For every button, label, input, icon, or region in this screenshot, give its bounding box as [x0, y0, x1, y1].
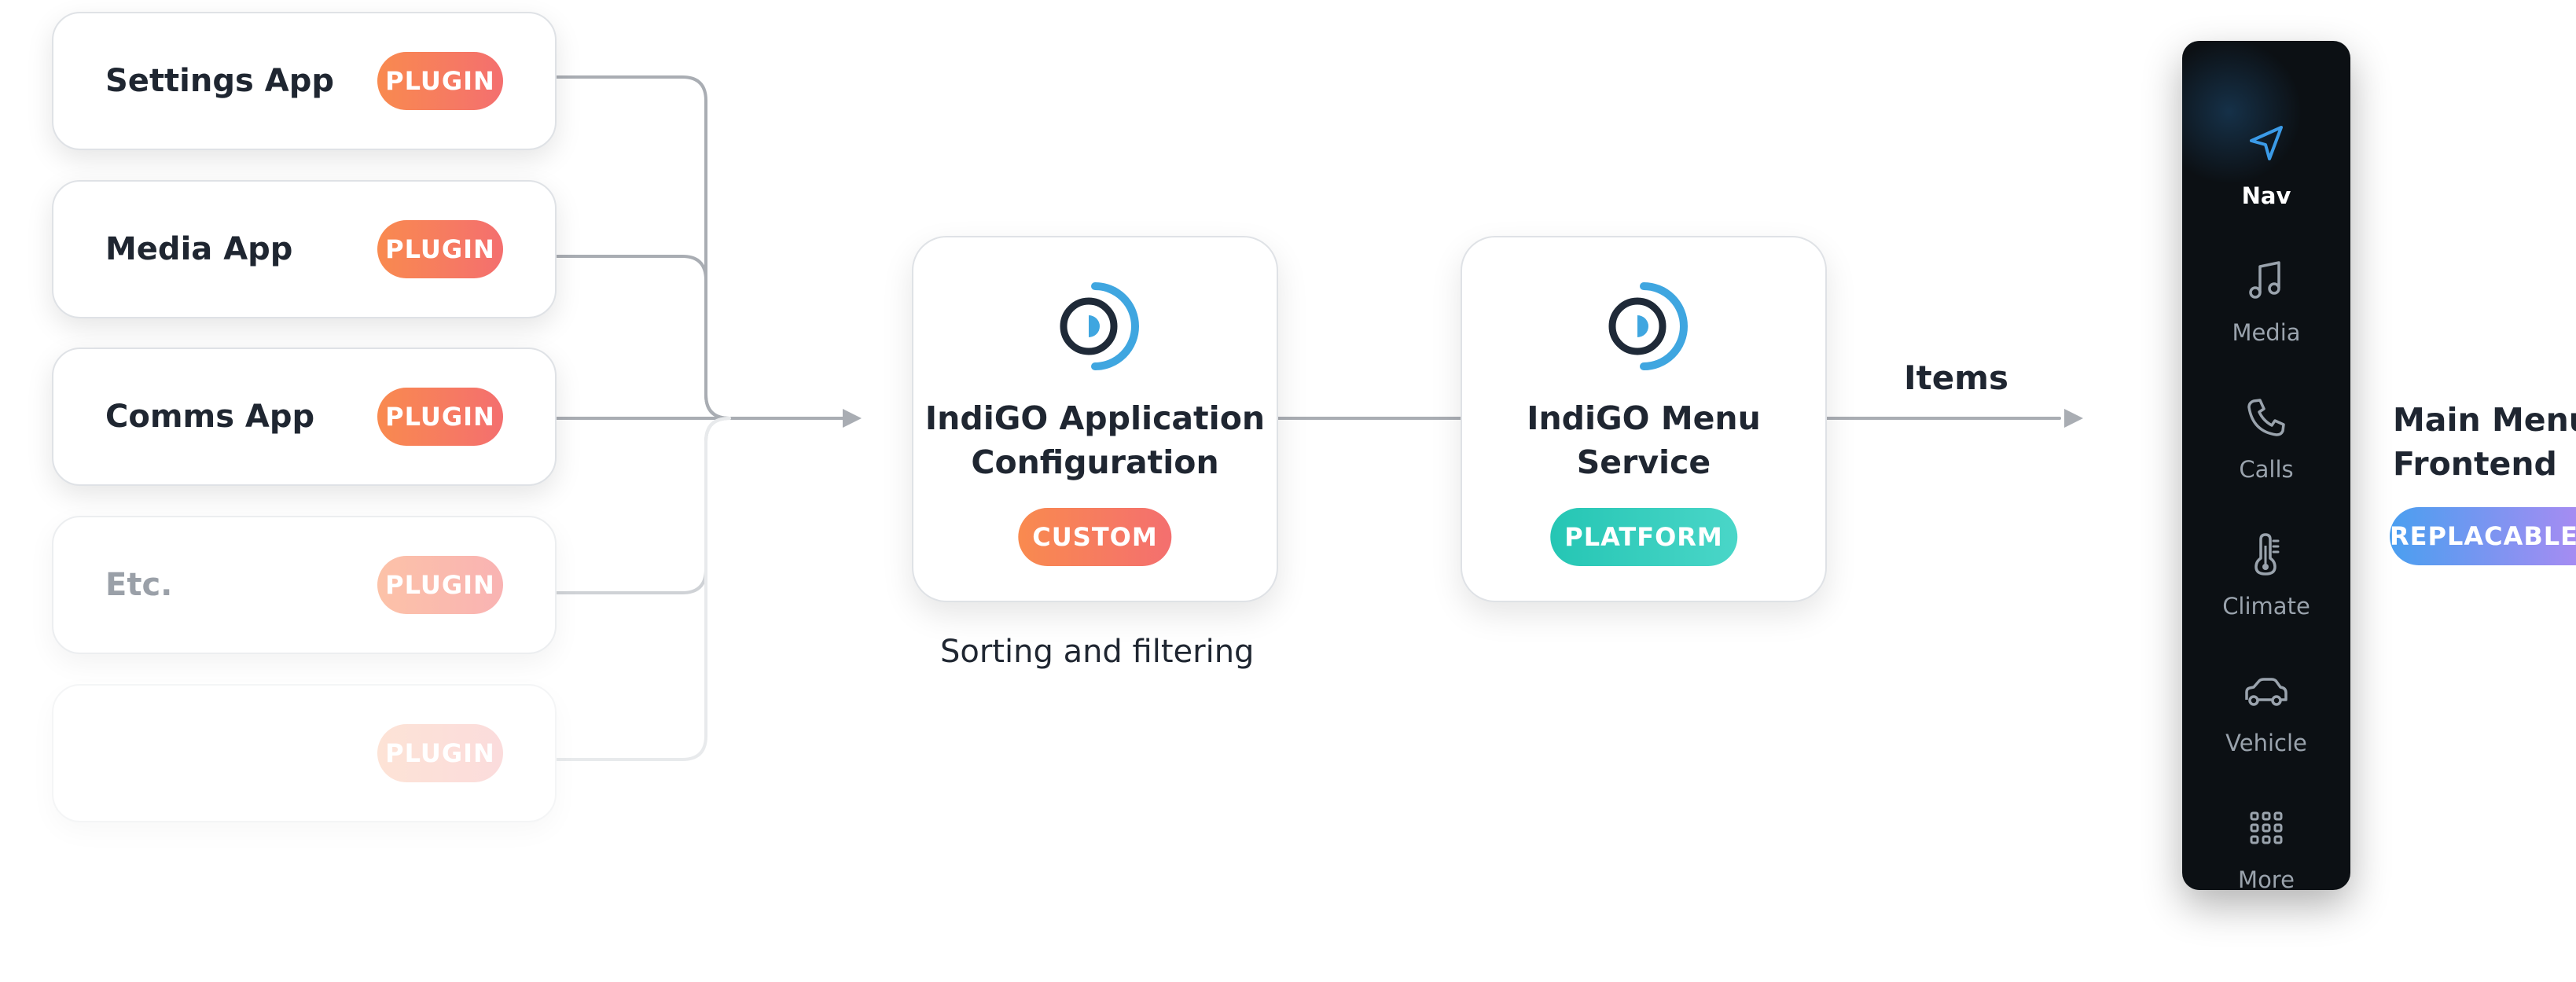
menu-item-label: Media: [2232, 319, 2301, 346]
thermometer-icon: [2254, 533, 2280, 576]
car-icon: [2245, 678, 2288, 706]
menu-item-media[interactable]: Media: [2182, 241, 2350, 359]
app-card-settings: Settings App PLUGIN: [52, 12, 557, 150]
music-note-icon: [2249, 261, 2280, 299]
menu-item-vehicle[interactable]: Vehicle: [2182, 651, 2350, 769]
replacable-badge: REPLACABLE: [2390, 507, 2576, 565]
arrowhead-to-config: [843, 409, 862, 428]
active-glow: [2182, 41, 2308, 190]
app-title: Media App: [105, 231, 293, 267]
app-card-etc: Etc. PLUGIN: [52, 516, 557, 654]
custom-badge: CUSTOM: [1018, 508, 1172, 566]
indigo-logo-icon: [1608, 282, 1688, 370]
app-card-faded: PLUGIN: [52, 684, 557, 822]
connector-settings-app: [555, 75, 849, 420]
app-card-comms: Comms App PLUGIN: [52, 348, 557, 486]
app-title: Etc.: [105, 567, 173, 603]
menu-item-nav[interactable]: Nav: [2182, 104, 2350, 222]
plugin-badge: PLUGIN: [377, 724, 503, 782]
app-title: Settings App: [105, 63, 334, 99]
plugin-badge: PLUGIN: [377, 52, 503, 110]
items-edge-label: Items: [1904, 359, 2008, 397]
plugin-badge: PLUGIN: [377, 556, 503, 614]
grid-dots-icon: [2250, 811, 2283, 844]
menu-item-climate[interactable]: Climate: [2182, 514, 2350, 632]
main-menu-panel: Nav Media Calls Climate Vehicle: [2182, 41, 2350, 890]
phone-icon: [2247, 399, 2285, 436]
plugin-badge: PLUGIN: [377, 388, 503, 446]
navigation-arrow-icon: [2250, 126, 2283, 160]
platform-badge: PLATFORM: [1550, 508, 1737, 566]
menu-item-label: Climate: [2222, 593, 2310, 620]
connector-media-app: [555, 255, 731, 420]
connector-faded-app: [555, 417, 731, 761]
menu-item-label: Calls: [2239, 456, 2294, 483]
menu-item-calls[interactable]: Calls: [2182, 377, 2350, 495]
config-caption: Sorting and filtering: [940, 634, 1255, 670]
arrowhead-to-frontend: [2064, 409, 2083, 428]
menu-item-label: Nav: [2241, 182, 2291, 209]
connector-etc-app: [555, 417, 731, 594]
plugin-badge: PLUGIN: [377, 220, 503, 278]
menu-item-label: Vehicle: [2225, 730, 2307, 756]
menu-item-more[interactable]: More: [2182, 788, 2350, 890]
app-title: Comms App: [105, 399, 315, 435]
indigo-logo-icon: [1060, 282, 1139, 370]
app-card-media: Media App PLUGIN: [52, 180, 557, 318]
menu-item-label: More: [2238, 866, 2295, 890]
